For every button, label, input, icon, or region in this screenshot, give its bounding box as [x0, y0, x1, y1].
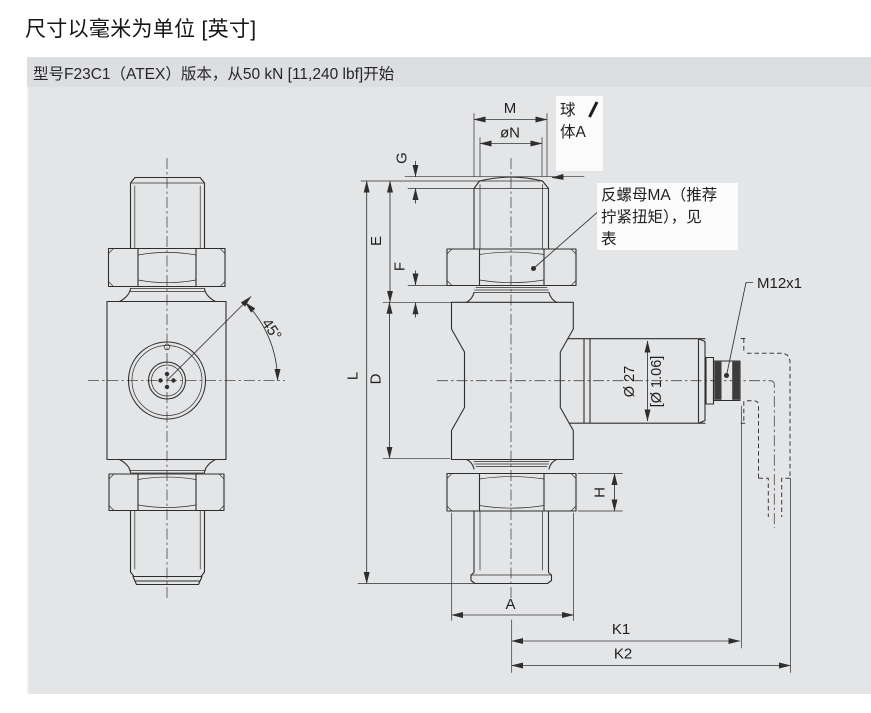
callouts: 球 体A 反螺母MA（推荐 拧紧扭矩），见 表 M12x1 [531, 96, 802, 378]
variant-header-bar: 型号F23C1（ATEX）版本，从50 kN [11,240 lbf]开始 [27, 57, 871, 87]
page-title: 尺寸以毫米为单位 [英寸] [25, 18, 257, 41]
dimensions: M øN G E F L D H A [345, 100, 791, 673]
callout-locknut-line1: 反螺母MA（推荐 [601, 186, 717, 204]
leader-remnant [588, 101, 599, 118]
dim-label-g: G [394, 152, 411, 164]
connector-pin [164, 371, 170, 377]
dim-label-h: H [592, 487, 609, 498]
callout-backdrop [597, 183, 738, 250]
leader-dot [724, 373, 729, 378]
dim-label-diameter-mm: Ø 27 [622, 366, 638, 397]
dim-label-d: D [368, 373, 385, 384]
callout-locknut-line3: 表 [601, 230, 617, 248]
connector-pin [158, 378, 163, 383]
dim-label-n: øN [500, 125, 520, 142]
plug-thread-shading [714, 361, 722, 400]
dim-label-m: M [504, 100, 517, 117]
connector-pin [164, 384, 170, 390]
callout-locknut-line2: 拧紧扭矩），见 [601, 208, 702, 226]
dim-label-l: L [345, 372, 362, 380]
dim-label-k1: K1 [612, 621, 630, 638]
dim-label-f: F [392, 262, 409, 271]
callout-sphere-line2: 体A [560, 123, 587, 141]
mating-connector-dashed [740, 338, 791, 517]
dim-label-a: A [505, 596, 515, 613]
dim-label-k2: K2 [614, 646, 632, 663]
angle-label: 45° [258, 316, 285, 344]
side-view: 45° [88, 158, 285, 601]
index-hole [163, 343, 171, 351]
connector-pin [171, 378, 176, 383]
plug-thread-shading [732, 361, 740, 400]
dim-label-diameter-in: [Ø 1.06] [649, 356, 665, 408]
callout-connector-thread: M12x1 [757, 275, 802, 292]
dim-label-e: E [368, 236, 385, 246]
leader-dot [531, 266, 536, 271]
front-view [437, 158, 791, 601]
variant-header-text: 型号F23C1（ATEX）版本，从50 kN [11,240 lbf]开始 [33, 66, 395, 83]
callout-sphere-line1: 球 [560, 101, 576, 119]
